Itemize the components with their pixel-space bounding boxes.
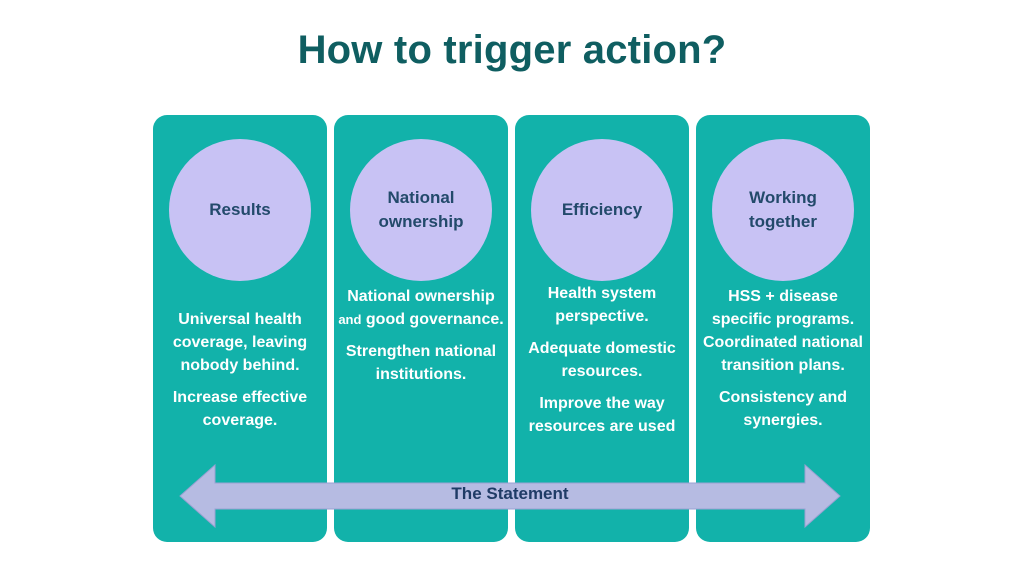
column-body-efficiency: Health system perspective. Adequate dome… (519, 282, 685, 447)
column-body-national-ownership: National ownership and good governance. … (338, 285, 504, 395)
body-line-small: and (338, 312, 362, 327)
circle-results: Results (169, 139, 311, 281)
body-line: HSS + disease specific programs. Coordin… (703, 288, 863, 374)
column-efficiency: Efficiency Health system perspective. Ad… (515, 115, 689, 542)
page-title: How to trigger action? (297, 28, 727, 72)
circle-label: ownership (378, 212, 464, 231)
body-line: National ownership and good governance. (338, 285, 504, 331)
body-line-rest: good governance. (365, 311, 504, 328)
column-working-together: Working together HSS + disease specific … (696, 115, 870, 542)
circle-national-ownership: National ownership (350, 139, 492, 281)
body-line: Health system perspective. (547, 285, 657, 325)
body-line: Universal health coverage, leaving nobod… (172, 311, 308, 374)
circle-label: Results (209, 200, 271, 219)
body-line: Adequate domestic resources. (528, 340, 676, 380)
arrow-label: The Statement (451, 484, 569, 503)
body-line-main: National ownership (347, 288, 495, 305)
column-national-ownership: National ownership National ownership an… (334, 115, 508, 542)
circle-label: together (749, 212, 817, 231)
circle-working-together: Working together (712, 139, 854, 281)
circle-label: Efficiency (561, 200, 643, 219)
body-line: Strengthen national institutions. (345, 343, 497, 383)
column-body-results: Universal health coverage, leaving nobod… (157, 308, 323, 441)
body-line: Consistency and synergies. (718, 389, 848, 429)
column-body-working-together: HSS + disease specific programs. Coordin… (700, 285, 866, 441)
column-results: Results Universal health coverage, leavi… (153, 115, 327, 542)
circle-label: National (387, 188, 455, 207)
body-line: Increase effective coverage. (172, 389, 308, 429)
circle-label: Working (749, 188, 817, 207)
body-line: Improve the way resources are used (528, 395, 676, 435)
circle-efficiency: Efficiency (531, 139, 673, 281)
